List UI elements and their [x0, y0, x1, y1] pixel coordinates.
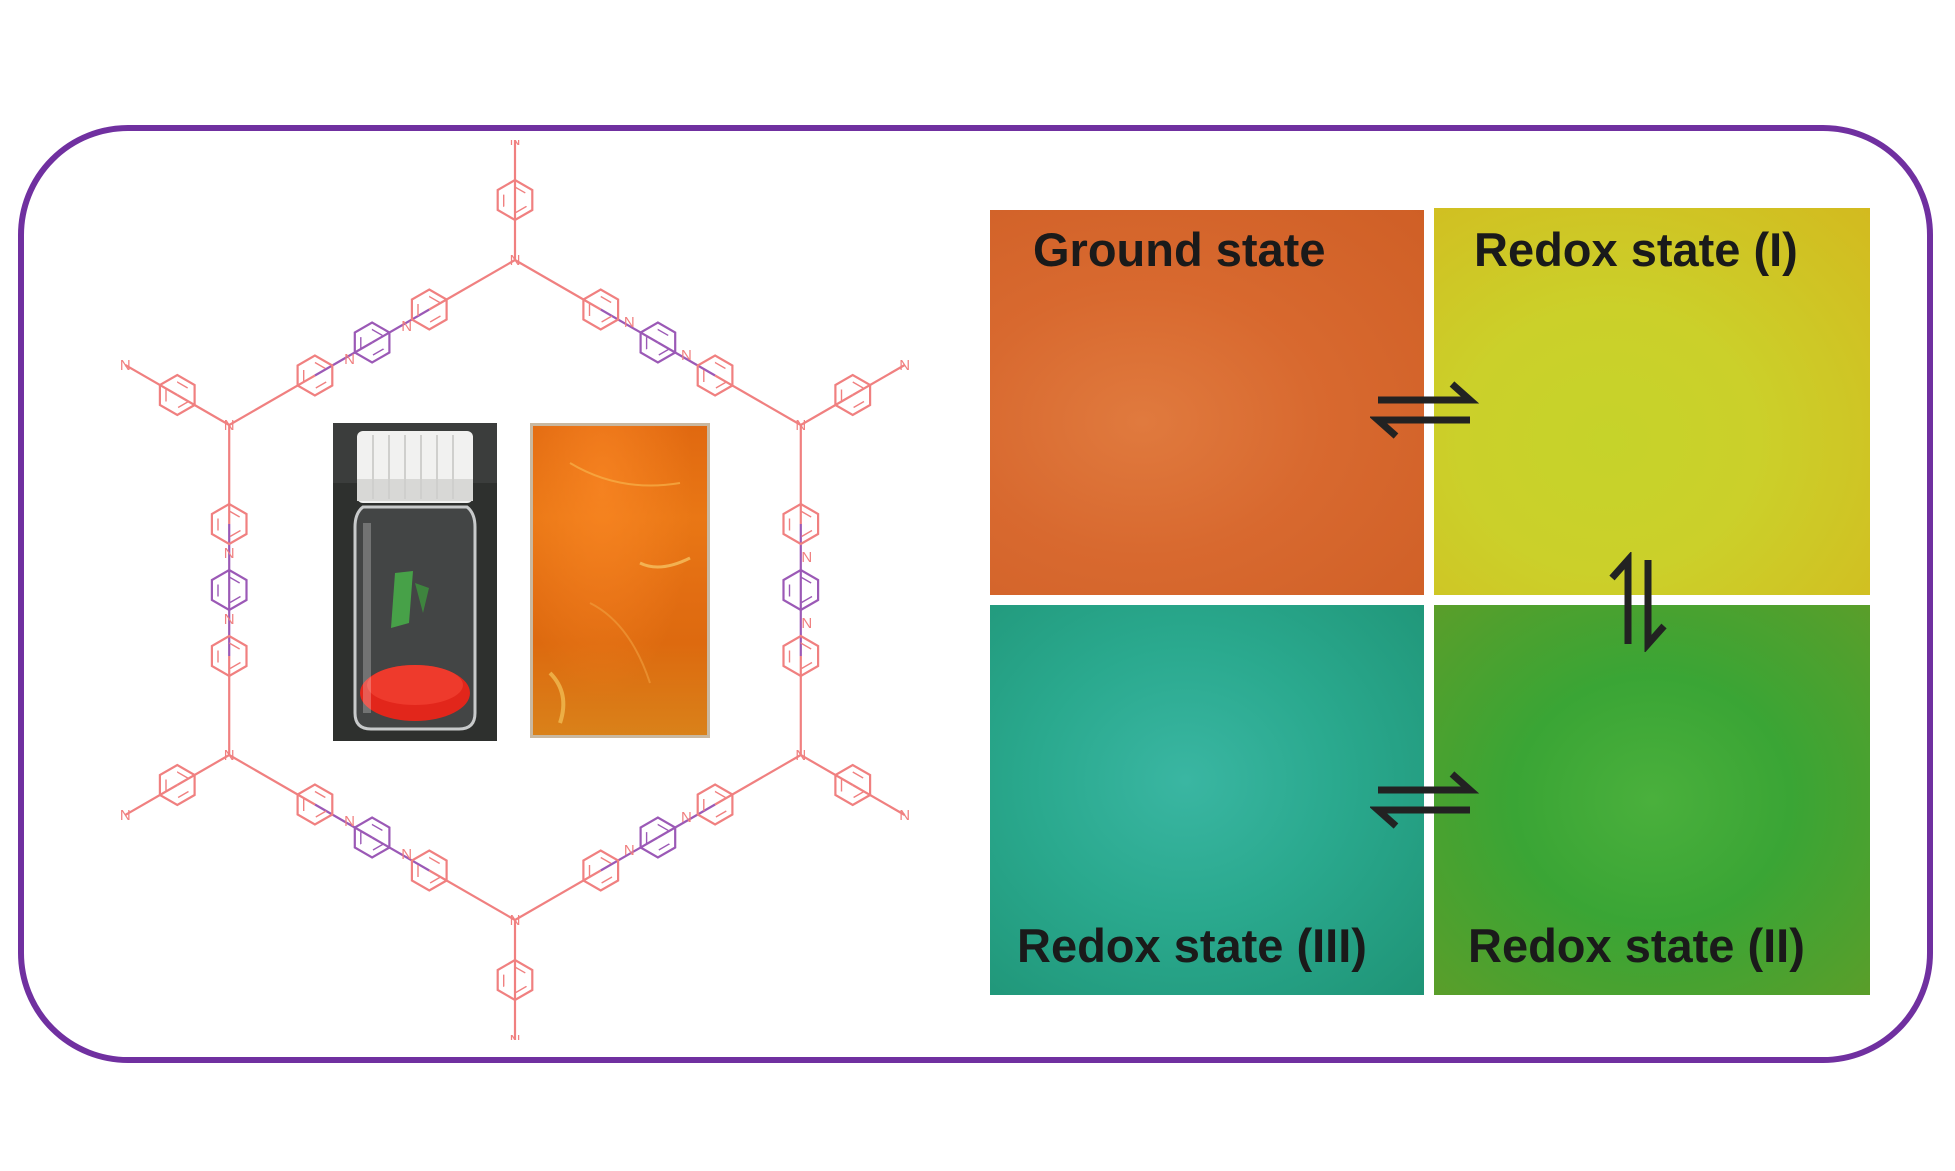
equilibrium-arrows-icon [1609, 552, 1667, 652]
phenyl-ring [210, 634, 248, 678]
redox-state-2-label: Redox state (II) [1468, 919, 1805, 972]
bond [800, 394, 854, 426]
bond [852, 364, 906, 396]
linker-ring [639, 321, 677, 364]
bond [514, 869, 602, 921]
bond [514, 259, 602, 311]
nitrogen-atom-label: N [681, 809, 692, 826]
nitrogen-atom-label: N [624, 314, 635, 331]
bond [371, 836, 430, 872]
polymer-film-photo [530, 423, 710, 738]
nitrogen-atom-label: N [510, 140, 521, 149]
bond [852, 784, 906, 816]
nitrogen-atom-label: N [120, 807, 131, 824]
nitrogen-atom-label: N [681, 347, 692, 364]
nitrogen-atom-label: N [510, 252, 521, 269]
bond [714, 754, 802, 806]
nitrogen-atom-label: N [899, 357, 910, 374]
phenyl-ring [834, 763, 872, 807]
nitrogen-atom-label: N [801, 615, 812, 632]
phenyl-ring [782, 634, 820, 678]
bond [657, 803, 716, 839]
polymer-hexagon-structure: NNNNNNNNNNNNNNNNNNNNNNNN [120, 140, 910, 1040]
ground-state-tile [990, 210, 1424, 595]
linker-ring [210, 568, 248, 612]
bond [371, 308, 430, 344]
phenyl-ring [410, 849, 448, 892]
redox-state-3-tile [990, 605, 1424, 995]
nitrogen-atom-label: N [624, 842, 635, 859]
equilibrium-arrows-icon [1370, 381, 1480, 439]
nitrogen-atom-label: N [401, 318, 412, 335]
phenyl-ring [696, 354, 734, 397]
nitrogen-atom-label: N [344, 813, 355, 830]
nitrogen-atom-label: N [401, 846, 412, 863]
nitrogen-atom-label: N [344, 351, 355, 368]
bond [657, 341, 716, 377]
bond [176, 754, 230, 786]
nitrogen-atom-label: N [224, 611, 235, 628]
bond [428, 869, 516, 921]
rounded-frame [18, 125, 1933, 1063]
nitrogen-atom-label: N [224, 417, 235, 434]
redox-state-2-tile [1434, 605, 1870, 995]
redox-state-1-tile [1434, 208, 1870, 595]
nitrogen-atom-label: N [224, 545, 235, 562]
bond [228, 374, 316, 426]
nitrogen-atom-label: N [899, 807, 910, 824]
bond [800, 754, 854, 786]
phenyl-ring [582, 849, 620, 892]
ground-state-label: Ground state [1033, 223, 1326, 276]
phenyl-ring [210, 502, 248, 546]
redox-state-1-label: Redox state (I) [1474, 223, 1798, 276]
bond [314, 341, 373, 377]
bond [714, 374, 802, 426]
phenyl-ring [296, 783, 334, 826]
bond [124, 784, 178, 816]
bond [600, 836, 659, 872]
equilibrium-arrows-icon [1370, 771, 1480, 829]
linker-ring [639, 816, 677, 859]
sample-vial-photo [333, 423, 497, 741]
phenyl-ring [582, 288, 620, 331]
bond [314, 803, 373, 839]
linker-ring [353, 321, 391, 364]
nitrogen-atom-label: N [801, 549, 812, 566]
bond [228, 754, 316, 806]
phenyl-ring [696, 783, 734, 826]
phenyl-ring [296, 354, 334, 397]
phenyl-ring [782, 502, 820, 546]
nitrogen-atom-label: N [120, 357, 131, 374]
redox-state-3-label: Redox state (III) [1017, 919, 1367, 972]
nitrogen-atom-label: N [510, 1032, 521, 1040]
bond [428, 259, 516, 311]
bond [124, 364, 178, 396]
bond [600, 308, 659, 344]
linker-ring [782, 568, 820, 612]
phenyl-ring [496, 178, 534, 222]
nitrogen-atom-label: N [795, 417, 806, 434]
phenyl-ring [158, 763, 196, 807]
phenyl-ring [410, 288, 448, 331]
linker-ring [353, 816, 391, 859]
bond [176, 394, 230, 426]
